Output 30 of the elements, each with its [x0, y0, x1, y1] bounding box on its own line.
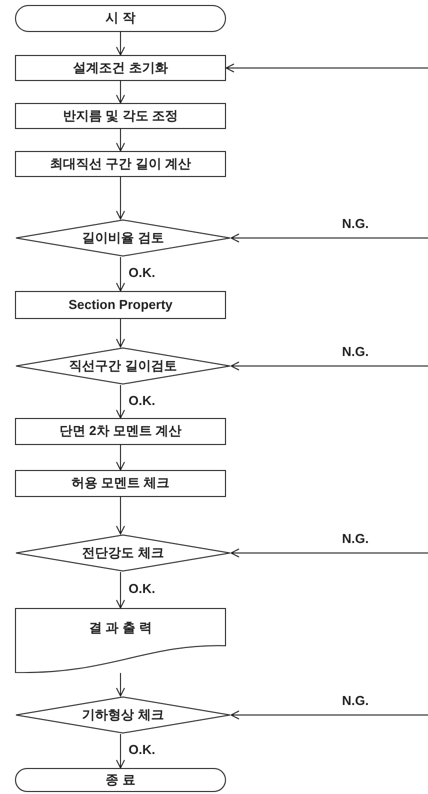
arrow [116, 32, 125, 56]
arrow [116, 672, 125, 696]
arrow [116, 384, 125, 418]
decision-diamond: 전단강도 체크 [15, 534, 231, 572]
arrow [230, 710, 428, 720]
process-box: 단면 2차 모멘트 계산 [15, 418, 226, 445]
arrow [116, 128, 125, 152]
arrow [230, 234, 428, 242]
arrow [116, 496, 125, 534]
arrow [116, 444, 125, 470]
terminal-shape: 종 료 [15, 768, 226, 792]
arrow [116, 572, 125, 608]
arrow [116, 318, 125, 348]
arrow [116, 734, 125, 768]
process-box: Section Property [15, 291, 226, 319]
arrow [226, 64, 428, 72]
arrow [230, 362, 428, 370]
process-box: 설계조건 초기화 [15, 55, 226, 81]
process-box: 최대직선 구간 길이 계산 [15, 151, 226, 177]
arrow [116, 256, 125, 292]
process-box: 허용 모멘트 체크 [15, 470, 226, 497]
decision-diamond: 직선구간 길이검토 [15, 347, 231, 385]
decision-diamond: 길이비율 검토 [15, 219, 231, 257]
arrow [116, 176, 125, 220]
terminal-shape: 시 작 [15, 5, 226, 32]
document-shape: 결 과 출 력 [15, 608, 226, 673]
arrow [116, 80, 125, 104]
arrow [230, 548, 428, 558]
process-box: 반지름 및 각도 조정 [15, 103, 226, 129]
decision-diamond: 기하형상 체크 [15, 696, 231, 734]
